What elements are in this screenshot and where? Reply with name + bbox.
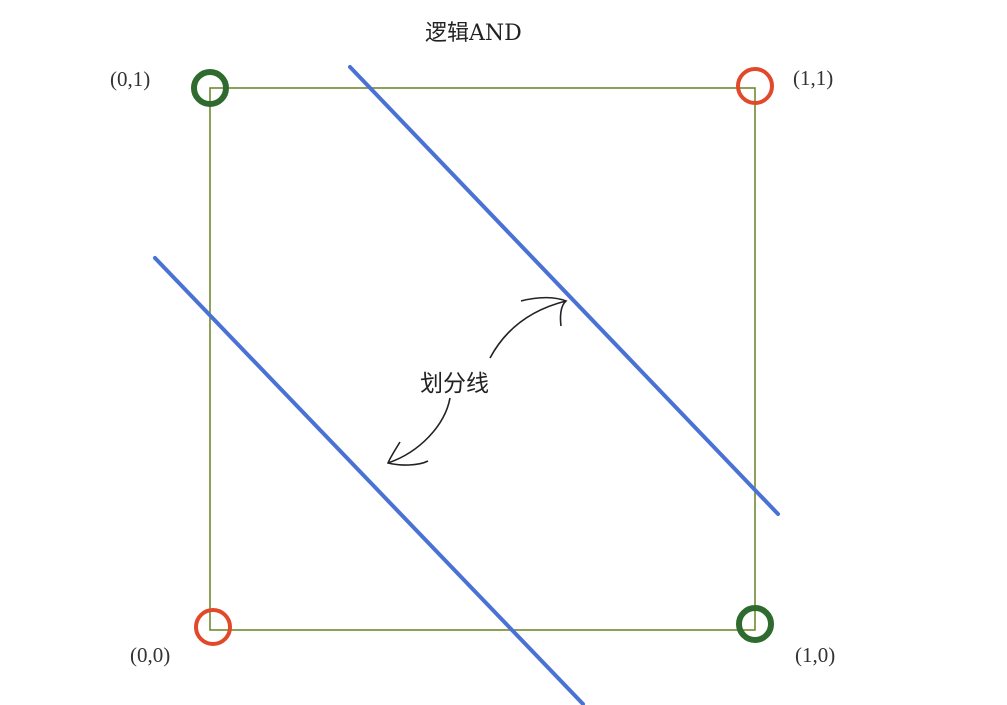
point-marker-1-0: [736, 605, 774, 643]
point-label-1-0: (1,0): [795, 643, 835, 667]
annotation-arrow-upper: [489, 300, 567, 359]
diagram-title: 逻辑AND: [425, 21, 522, 46]
arrowhead-lower-icon: [386, 441, 429, 466]
arrowhead-upper-icon: [520, 296, 568, 327]
point-label-0-1: (0,1): [110, 67, 150, 91]
point-label-0-0: (0,0): [130, 643, 170, 667]
annotation-arrow-lower: [387, 397, 451, 464]
point-marker-1-1: [736, 67, 774, 105]
point-marker-0-0: [194, 608, 232, 646]
dividing-line-lower: [153, 256, 585, 705]
dividing-line-upper: [348, 65, 780, 516]
point-label-1-1: (1,1): [793, 66, 833, 90]
annotation-label: 划分线: [420, 371, 489, 397]
point-marker-0-1: [191, 69, 229, 107]
unit-square: [209, 87, 756, 631]
